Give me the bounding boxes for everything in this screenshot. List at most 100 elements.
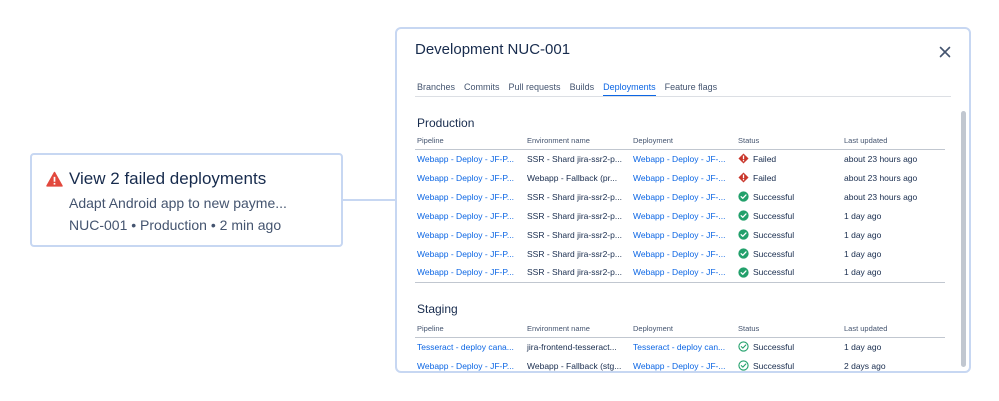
table-row: Webapp - Deploy - JF-P... SSR - Shard ji… — [415, 263, 945, 283]
last-updated: 1 day ago — [844, 341, 882, 352]
tabs-divider — [415, 96, 951, 97]
notification-title[interactable]: View 2 failed deployments — [69, 169, 267, 188]
deployment-link[interactable]: Webapp - Deploy - JF-... — [631, 263, 736, 283]
environment-name: jira-frontend-tesseract... — [527, 341, 617, 352]
last-updated: 1 day ago — [842, 263, 945, 283]
status-cell: Successful — [736, 337, 842, 356]
status-label: Successful — [753, 210, 795, 221]
table-row: Webapp - Deploy - JF-P... SSR - Shard ji… — [415, 149, 945, 168]
last-updated: 2 days ago — [844, 360, 886, 371]
status-cell: Successful — [736, 206, 842, 225]
pipeline-link[interactable]: Tesseract - deploy cana... — [417, 341, 514, 352]
environment-name: Webapp - Fallback (pr... — [527, 172, 618, 183]
status-cell: Successful — [736, 225, 842, 244]
failed-deployments-notification[interactable]: View 2 failed deployments Adapt Android … — [30, 153, 343, 247]
table-row: Webapp - Deploy - JF-P... SSR - Shard ji… — [415, 187, 945, 206]
status-label: Successful — [753, 191, 795, 202]
column-header-environment: Environment name — [525, 324, 631, 338]
failed-icon — [738, 153, 749, 164]
pipeline-link[interactable]: Webapp - Deploy - JF-P... — [417, 229, 515, 240]
environment-name: SSR - Shard jira-ssr2-p... — [525, 263, 631, 283]
table-header-row: Pipeline Environment name Deployment Sta… — [415, 136, 945, 150]
scrollbar[interactable] — [961, 111, 966, 367]
status-label: Failed — [753, 153, 777, 164]
last-updated: about 23 hours ago — [844, 153, 918, 164]
table-row: Tesseract - deploy cana... jira-frontend… — [415, 337, 945, 356]
column-header-environment: Environment name — [525, 136, 631, 150]
environment-name: SSR - Shard jira-ssr2-p... — [527, 191, 622, 202]
deployment-link[interactable]: Tesseract - deploy can... — [633, 341, 726, 352]
dialog-title: Development NUC-001 — [415, 41, 571, 58]
tab-pull-requests[interactable]: Pull requests — [508, 82, 561, 92]
success-icon — [738, 229, 749, 240]
column-header-pipeline: Pipeline — [415, 324, 525, 338]
table-header-row: Pipeline Environment name Deployment Sta… — [415, 324, 945, 338]
environment-name: SSR - Shard jira-ssr2-p... — [527, 153, 622, 164]
status-cell: Failed — [736, 168, 842, 187]
status-label: Successful — [753, 360, 795, 371]
tab-branches[interactable]: Branches — [417, 82, 456, 92]
success-icon — [738, 267, 749, 278]
environment-name: SSR - Shard jira-ssr2-p... — [527, 229, 622, 240]
dialog-tabs: Branches Commits Pull requests Builds De… — [417, 82, 726, 97]
pipeline-link[interactable]: Webapp - Deploy - JF-P... — [417, 153, 515, 164]
close-icon[interactable] — [939, 46, 951, 58]
environment-name: SSR - Shard jira-ssr2-p... — [527, 210, 622, 221]
deployment-link[interactable]: Webapp - Deploy - JF-... — [633, 360, 726, 371]
failed-icon — [738, 172, 749, 183]
column-header-last-updated: Last updated — [842, 136, 945, 150]
deployment-link[interactable]: Webapp - Deploy - JF-... — [633, 210, 726, 221]
column-header-last-updated: Last updated — [842, 324, 945, 338]
tab-feature-flags[interactable]: Feature flags — [664, 82, 718, 92]
warning-icon — [46, 171, 63, 187]
column-header-deployment: Deployment — [631, 136, 736, 150]
production-table: Pipeline Environment name Deployment Sta… — [415, 136, 945, 283]
status-label: Successful — [753, 248, 795, 259]
table-row: Webapp - Deploy - JF-P... Webapp - Fallb… — [415, 356, 945, 371]
last-updated: about 23 hours ago — [844, 172, 918, 183]
success-outline-icon — [738, 360, 749, 371]
deployment-link[interactable]: Webapp - Deploy - JF-... — [633, 229, 726, 240]
table-row: Webapp - Deploy - JF-P... SSR - Shard ji… — [415, 225, 945, 244]
deployment-link[interactable]: Webapp - Deploy - JF-... — [633, 191, 726, 202]
pipeline-link[interactable]: Webapp - Deploy - JF-P... — [417, 172, 515, 183]
connector-line — [343, 199, 396, 201]
status-label: Successful — [753, 267, 795, 278]
pipeline-link[interactable]: Webapp - Deploy - JF-P... — [417, 191, 515, 202]
table-row: Webapp - Deploy - JF-P... Webapp - Fallb… — [415, 168, 945, 187]
notification-title-row: View 2 failed deployments — [46, 169, 327, 189]
pipeline-link[interactable]: Webapp - Deploy - JF-P... — [417, 210, 515, 221]
tab-deployments[interactable]: Deployments — [603, 82, 656, 97]
environment-name: SSR - Shard jira-ssr2-p... — [527, 248, 622, 259]
pipeline-link[interactable]: Webapp - Deploy - JF-P... — [417, 248, 515, 259]
success-icon — [738, 210, 749, 221]
tab-commits[interactable]: Commits — [464, 82, 500, 92]
status-cell: Successful — [736, 187, 842, 206]
notification-subtitle: Adapt Android app to new payme... — [69, 195, 287, 211]
status-cell: Failed — [736, 149, 842, 168]
success-icon — [738, 248, 749, 259]
column-header-pipeline: Pipeline — [415, 136, 525, 150]
status-cell: Successful — [736, 356, 842, 371]
table-row: Webapp - Deploy - JF-P... SSR - Shard ji… — [415, 244, 945, 263]
last-updated: 1 day ago — [844, 229, 882, 240]
status-label: Failed — [753, 172, 777, 183]
development-dialog: Development NUC-001 Branches Commits Pul… — [395, 27, 971, 373]
status-label: Successful — [753, 341, 795, 352]
success-icon — [738, 191, 749, 202]
column-header-deployment: Deployment — [631, 324, 736, 338]
tab-builds[interactable]: Builds — [569, 82, 595, 92]
status-cell: Successful — [736, 263, 842, 283]
staging-table: Pipeline Environment name Deployment Sta… — [415, 324, 945, 371]
pipeline-link[interactable]: Webapp - Deploy - JF-P... — [415, 263, 525, 283]
column-header-status: Status — [736, 136, 842, 150]
success-outline-icon — [738, 341, 749, 352]
deployment-link[interactable]: Webapp - Deploy - JF-... — [633, 248, 726, 259]
last-updated: about 23 hours ago — [844, 191, 918, 202]
staging-section-title: Staging — [417, 302, 458, 316]
deployment-link[interactable]: Webapp - Deploy - JF-... — [633, 172, 726, 183]
last-updated: 1 day ago — [844, 248, 882, 259]
pipeline-link[interactable]: Webapp - Deploy - JF-P... — [417, 360, 515, 371]
deployment-link[interactable]: Webapp - Deploy - JF-... — [633, 153, 726, 164]
production-section-title: Production — [417, 116, 475, 130]
